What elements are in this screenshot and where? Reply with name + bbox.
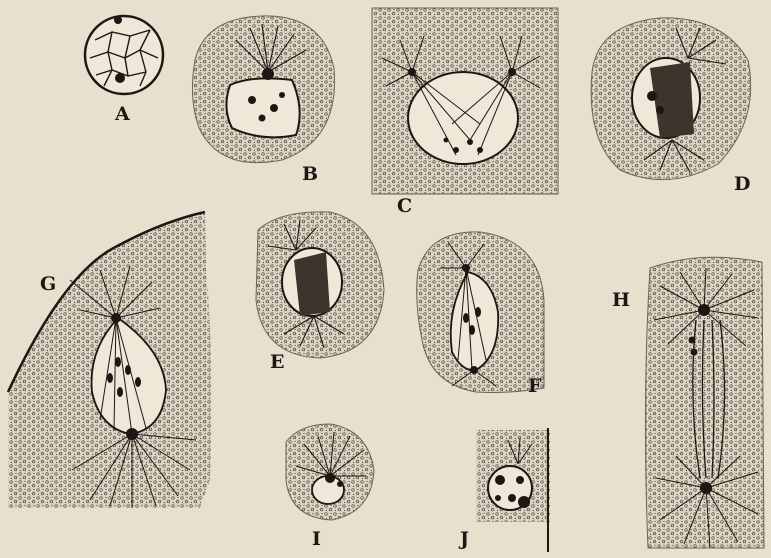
figure-label-h: H: [612, 289, 630, 311]
figure-label-j: J: [458, 528, 469, 550]
figure-g: [8, 212, 211, 508]
figure-label-g: G: [40, 273, 56, 295]
figure-b: [192, 16, 334, 163]
figure-a: [85, 16, 163, 94]
figure-i: [286, 424, 374, 520]
figure-label-f: F: [528, 375, 542, 397]
figure-h: [645, 257, 764, 548]
figure-j: [476, 428, 550, 552]
figure-label-b: B: [302, 163, 318, 185]
figure-label-i: I: [312, 528, 321, 550]
figure-f: [417, 232, 544, 393]
figure-label-d: D: [734, 173, 750, 195]
figure-label-a: A: [114, 103, 130, 125]
figure-label-e: E: [270, 351, 284, 373]
figure-label-c: C: [397, 195, 412, 217]
figure-c: [372, 8, 558, 194]
figure-e: [256, 212, 384, 358]
figure-d: [591, 18, 751, 180]
